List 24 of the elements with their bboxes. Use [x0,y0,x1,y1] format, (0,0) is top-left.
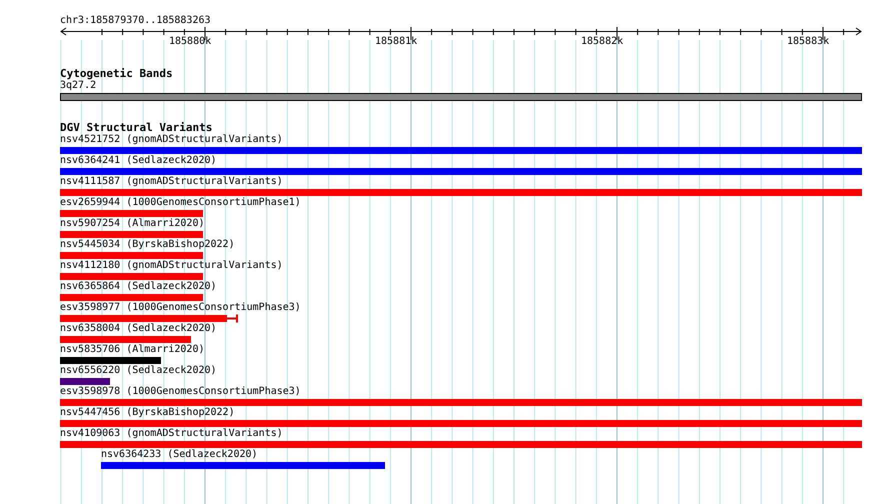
variant-label: esv3598977 (1000GenomesConsortiumPhase3) [60,302,301,313]
variant-label: nsv4521752 (gnomADStructuralVariants) [60,134,283,145]
tick-label: 185881k [375,36,418,47]
track-heading: Cytogenetic Bands [60,68,173,79]
variant-label: nsv4112180 (gnomADStructuralVariants) [60,260,283,271]
variant-label: esv3598978 (1000GenomesConsortiumPhase3) [60,386,301,397]
variant-label: esv2659944 (1000GenomesConsortiumPhase1) [60,197,301,208]
variant-label: nsv5447456 (ByrskaBishop2022) [60,407,235,418]
variant-label: nsv5835706 (Almarri2020) [60,344,204,355]
variant-label: nsv4111587 (gnomADStructuralVariants) [60,176,283,187]
region-coordinates: chr3:185879370..185883263 [60,15,211,26]
variant-label: nsv5907254 (Almarri2020) [60,218,204,229]
tick-label: 185880k [169,36,212,47]
tick-label: 185882k [581,36,624,47]
variant-label: nsv6556220 (Sedlazeck2020) [60,365,217,376]
track-heading: DGV Structural Variants [60,122,212,133]
variant-label: nsv5445034 (ByrskaBishop2022) [60,239,235,250]
tick-label: 185883k [787,36,830,47]
band-label: 3q27.2 [60,80,96,91]
variant-label: nsv4109063 (gnomADStructuralVariants) [60,428,283,439]
variant-label: nsv6364241 (Sedlazeck2020) [60,155,217,166]
variant-label: nsv6364233 (Sedlazeck2020) [101,449,258,460]
variant-label: nsv6358004 (Sedlazeck2020) [60,323,217,334]
variant-label: nsv6365864 (Sedlazeck2020) [60,281,217,292]
